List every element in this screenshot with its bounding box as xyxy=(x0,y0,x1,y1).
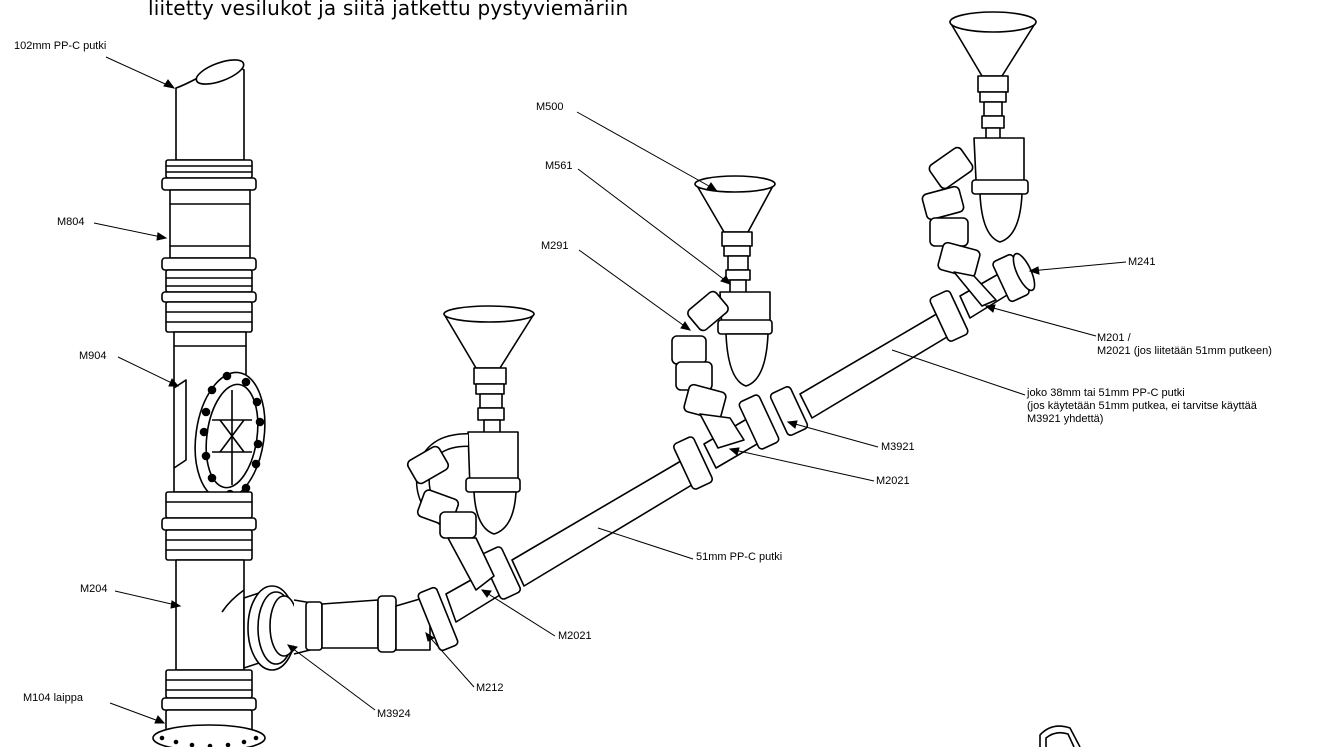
label-pipe-51: 51mm PP-C putki xyxy=(696,551,783,563)
label-m561: M561 xyxy=(545,160,573,172)
trap-1 xyxy=(406,305,535,591)
vertical-stack xyxy=(152,59,266,747)
label-m904: M904 xyxy=(79,350,107,362)
label-m291: M291 xyxy=(541,240,569,252)
label-m3924: M3924 xyxy=(377,708,411,720)
label-pipe-38-51-line2: (jos käytetään 51mm putkea, ei tarvitse … xyxy=(1027,400,1257,412)
trap-2 xyxy=(671,175,776,449)
label-m241: M241 xyxy=(1128,256,1156,268)
label-m204: M204 xyxy=(80,583,108,595)
label-m201-line2: M2021 (jos liitetään 51mm putkeen) xyxy=(1097,345,1272,357)
label-m201-line1: M201 / xyxy=(1097,332,1131,344)
label-pipe-38-51-line1: joko 38mm tai 51mm PP-C putki xyxy=(1027,387,1185,399)
label-m104: M104 laippa xyxy=(23,692,83,704)
label-m212: M212 xyxy=(476,682,504,694)
inspection-plate xyxy=(194,371,266,501)
partial-fitting xyxy=(1039,725,1081,747)
main-line-51mm xyxy=(395,252,1036,652)
label-m2021-lower: M2021 xyxy=(558,630,592,642)
label-pipe-38-51-line3: M3921 yhdettä) xyxy=(1027,413,1104,425)
label-m3921: M3921 xyxy=(881,441,915,453)
label-m2021-upper: M2021 xyxy=(876,475,910,487)
branch-reducer xyxy=(243,585,397,671)
label-m804: M804 xyxy=(57,216,85,228)
flange-m104 xyxy=(152,724,266,747)
label-pipe-102: 102mm PP-C putki xyxy=(14,40,107,52)
trap-3 xyxy=(921,11,1037,307)
label-m500: M500 xyxy=(536,101,564,113)
page-title: liitetty vesilukot ja siitä jatkettu pys… xyxy=(148,0,629,20)
